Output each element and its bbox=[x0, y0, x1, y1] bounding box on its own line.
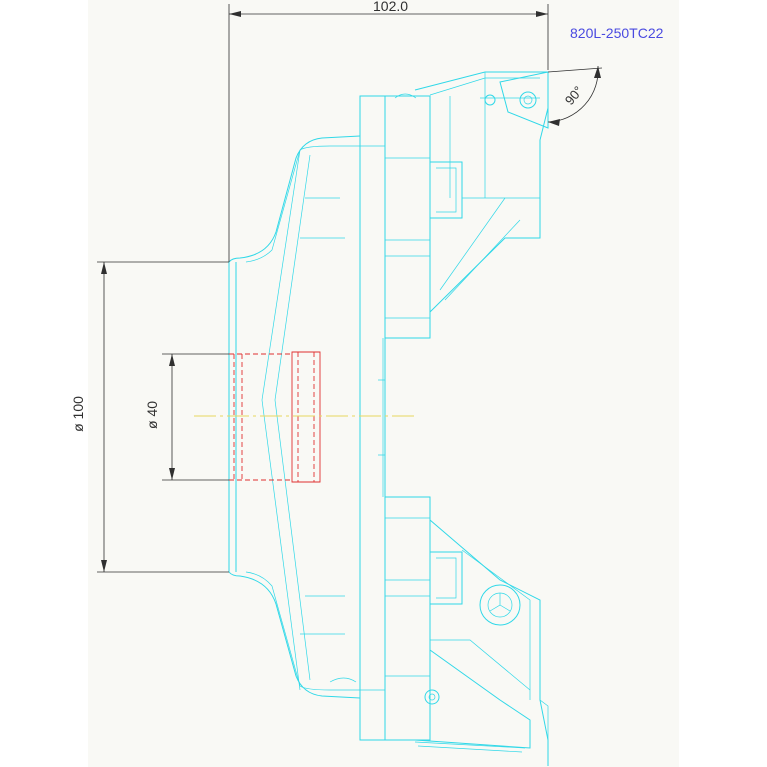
insert-pocket-bottom bbox=[329, 519, 549, 766]
clamp-screw-bottom bbox=[479, 584, 521, 626]
insert-screw-bottom bbox=[424, 689, 440, 705]
outer-diameter-label: ø 100 bbox=[69, 396, 86, 432]
overall-height-label: 102.0 bbox=[373, 0, 409, 14]
bore-hidden-lines bbox=[229, 351, 321, 483]
insert-screw-top bbox=[519, 91, 537, 109]
drawing-sheet bbox=[88, 0, 679, 767]
dimension-outer-diameter bbox=[97, 261, 229, 573]
dimension-bore-diameter bbox=[162, 353, 229, 481]
dimension-overall-height bbox=[228, 4, 549, 262]
cutter-body-outline bbox=[228, 95, 463, 741]
dimension-lead-angle bbox=[547, 65, 603, 126]
part-number-label: 820L-250TC22 bbox=[570, 25, 664, 41]
cutting-insert-top bbox=[499, 71, 549, 129]
bore-diameter-label: ø 40 bbox=[144, 400, 161, 430]
insert-pocket-top bbox=[394, 71, 549, 313]
